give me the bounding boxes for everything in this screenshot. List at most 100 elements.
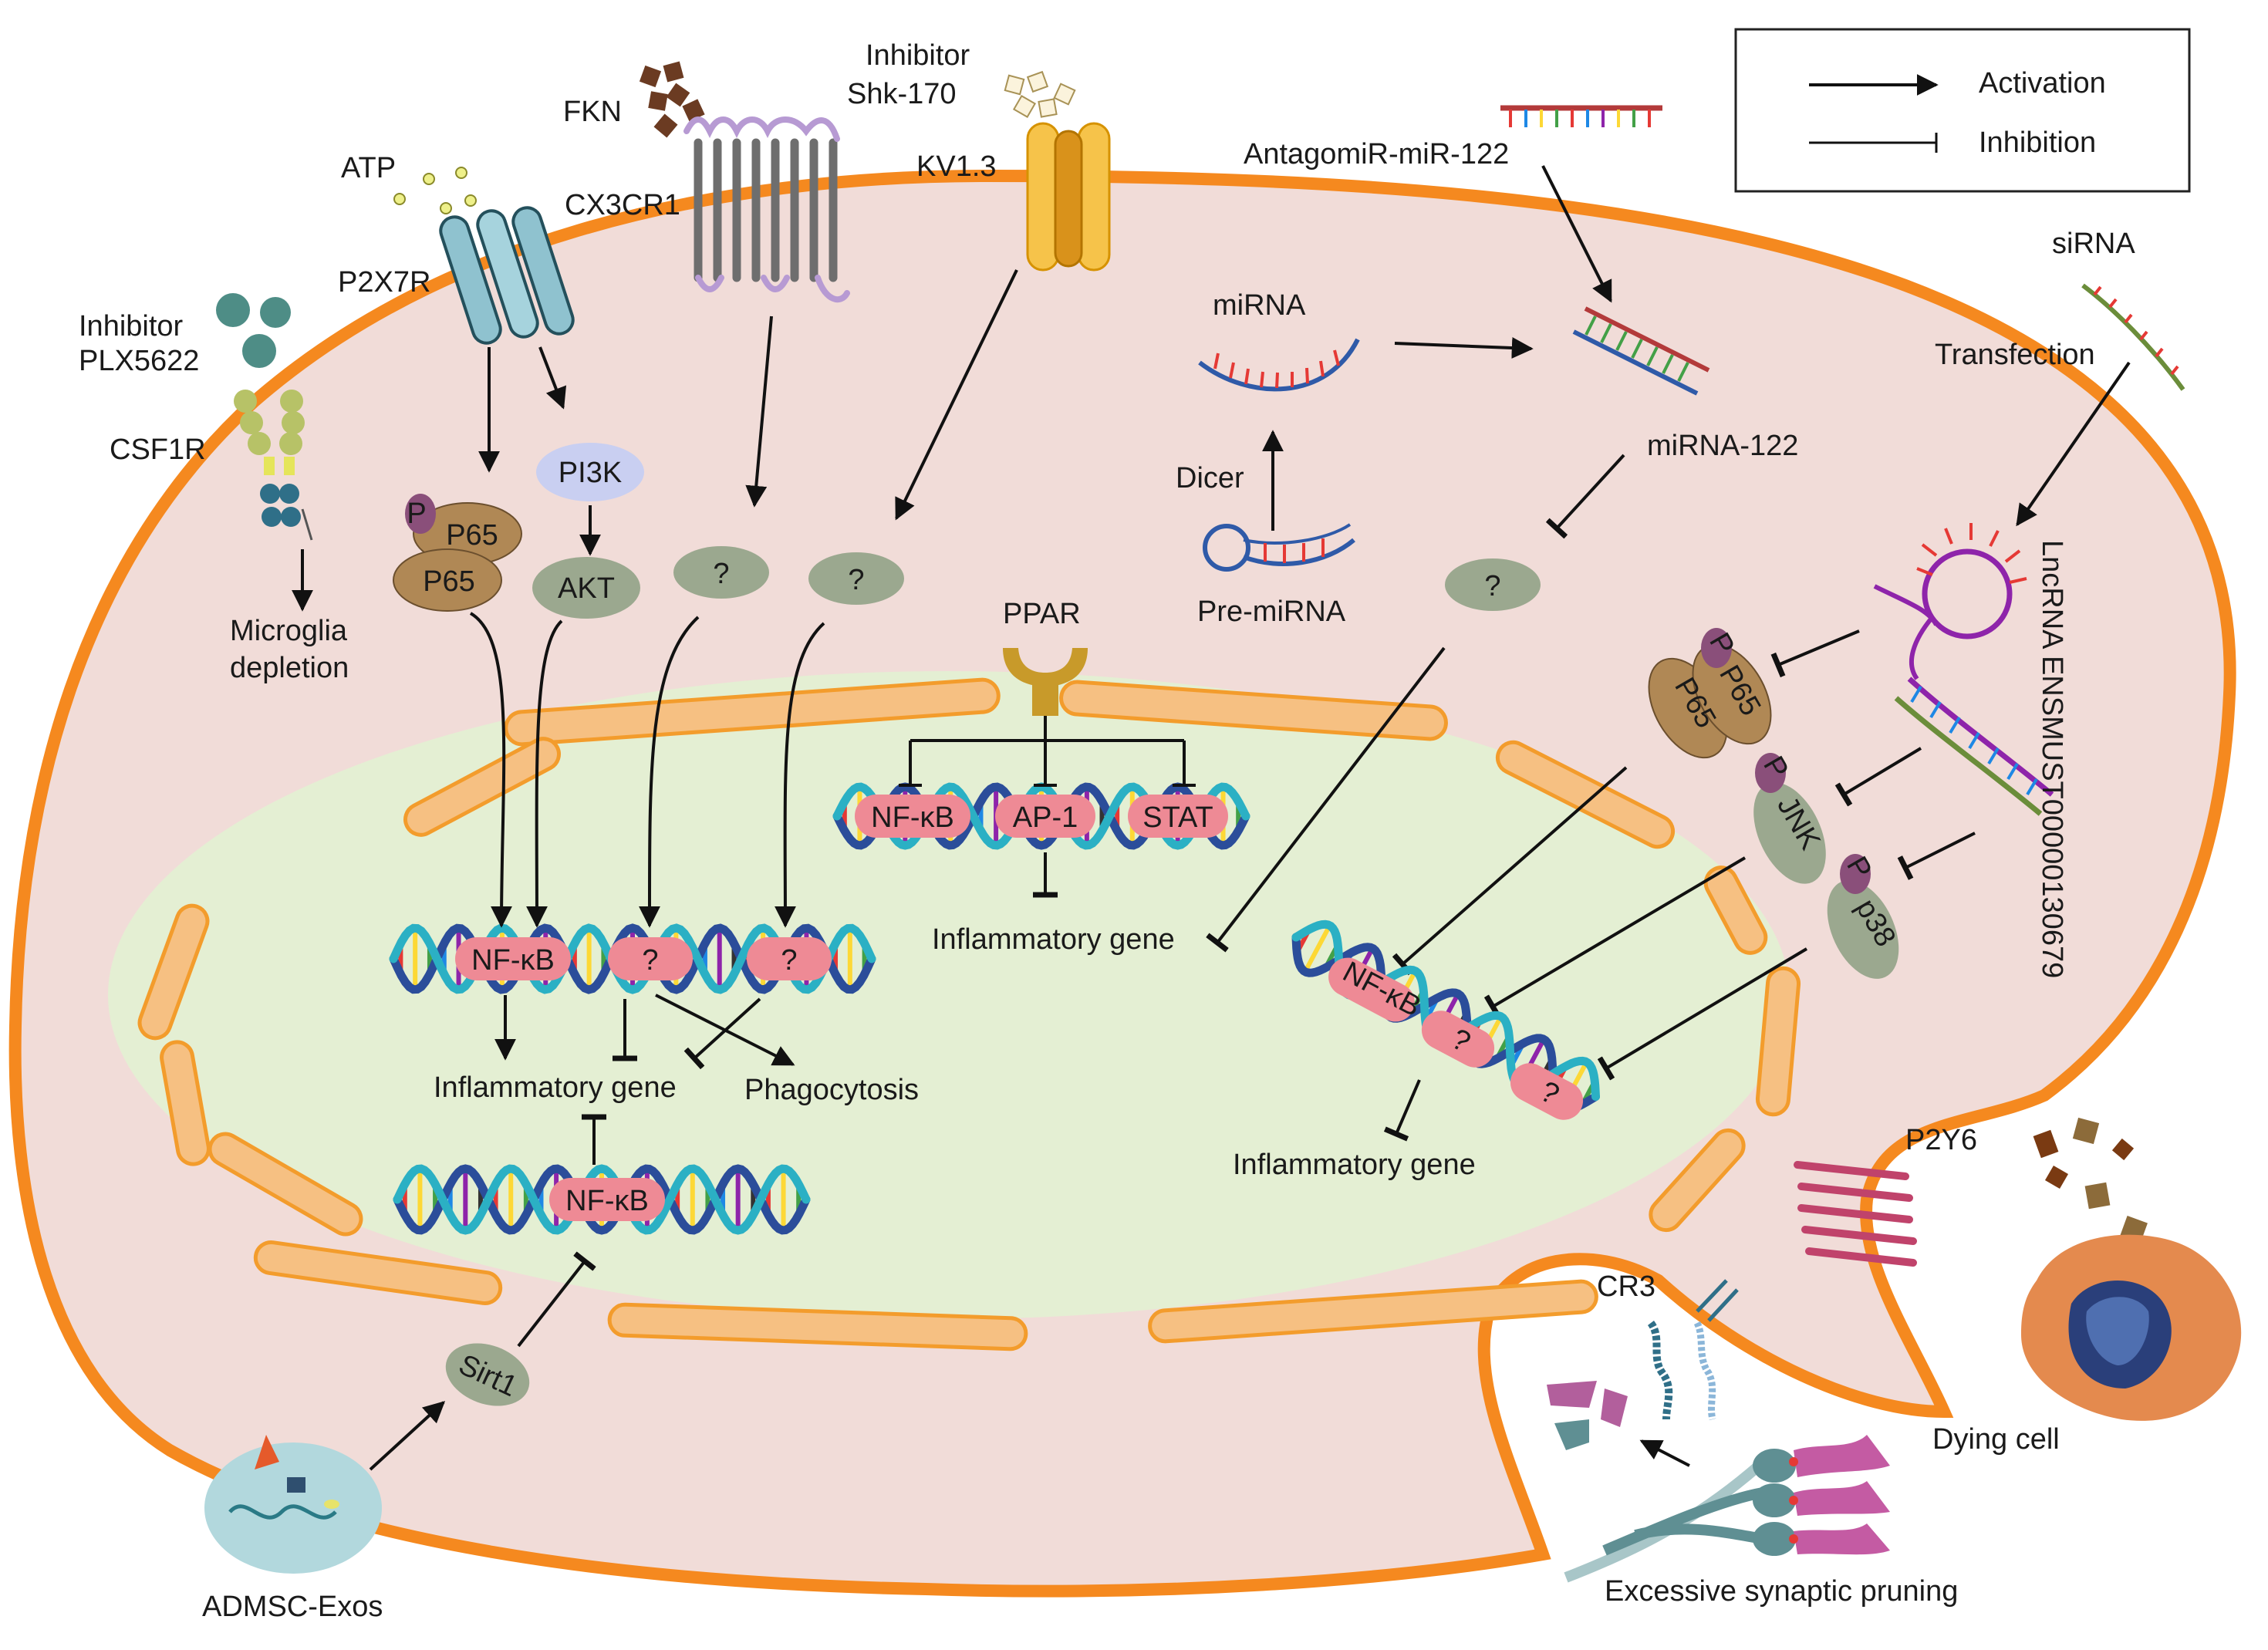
admsc-exos-label: ADMSC-Exos [202, 1591, 383, 1623]
csf1r-label: CSF1R [110, 434, 206, 466]
unknown-label-3: ? [1484, 570, 1500, 602]
p65-dimer-right: P P65 P65 [1648, 628, 1772, 759]
kv13-label: KV1.3 [916, 150, 997, 183]
phagocytosis-label: Phagocytosis [744, 1074, 919, 1106]
unknown-label-1: ? [713, 558, 729, 590]
dying-cell-label: Dying cell [1932, 1423, 2060, 1456]
akt-to-nfkb-arrow [525, 619, 563, 928]
dna-left-factors: NF-κB ? ? [455, 937, 832, 980]
unknown2-to-dna-arrow [774, 622, 825, 928]
unknown-inhibits-phagocytosis [683, 997, 761, 1070]
unknown-tf-1: ? [642, 944, 658, 977]
inflammatory-gene-left: Inflammatory gene [434, 1071, 677, 1104]
jnk-inhibition-line [1483, 856, 1747, 1019]
debris-icon [2033, 1117, 2148, 1243]
unknown-node-3 [1445, 558, 1541, 611]
admsc-to-sirt1-arrow [369, 1401, 446, 1471]
cx3cr1-label: CX3CR1 [565, 189, 680, 221]
ppar-inhibition-lines [909, 716, 1186, 785]
p65-dimer-left: P P65 P65 [393, 494, 522, 612]
lncrna-inhibits-p38 [1897, 832, 1976, 880]
p38-inhibition-line [1597, 947, 1808, 1081]
p2x7r-channel-icon [439, 206, 575, 345]
cr3-label: CR3 [1597, 1270, 1655, 1303]
dicer-label: Dicer [1176, 462, 1244, 494]
synapse-fragments-icon [1547, 1381, 1628, 1450]
pre-mirna-label: Pre-miRNA [1197, 596, 1346, 628]
pre-mirna-hairpin-icon [1203, 523, 1355, 572]
mirna122-label: miRNA-122 [1647, 430, 1798, 462]
synaptic-pruning-label: Excessive synaptic pruning [1605, 1575, 1958, 1608]
p65-label-1: P65 [446, 519, 498, 552]
nucleus [108, 671, 1790, 1319]
inhibitor-plx-label-1: Inhibitor [79, 310, 184, 342]
sirt1-node [445, 1343, 530, 1406]
fkn-label: FKN [563, 96, 622, 128]
p2x7r-label: P2X7R [338, 266, 430, 299]
exosome-rna-icon [228, 1504, 337, 1520]
inhibitor-plx-label-2: PLX5622 [79, 345, 199, 377]
unknown-node-2 [808, 552, 904, 605]
mirna-label: miRNA [1213, 289, 1306, 322]
sirna-strand-icon [2081, 283, 2185, 391]
kv13-channel-icon [1026, 122, 1111, 272]
mirna-to-duplex-arrow [1394, 337, 1534, 359]
exosome-cargo-icon [287, 1477, 305, 1493]
cx3cr1-receptor-icon [683, 116, 850, 303]
fkn-ligand-icon [639, 61, 705, 138]
lncrna-label: LncRNA ENSMUST00000130679 [2036, 540, 2068, 978]
pi3k-node [536, 443, 644, 501]
lncrna-inhibits-jnk [1834, 747, 1922, 807]
dying-cell-icon [2021, 1234, 2242, 1421]
p2y6-label: P2Y6 [1905, 1124, 1977, 1156]
unknown-node-1 [673, 546, 769, 599]
dna-ppar-factors: NF-κB AP-1 STAT [855, 795, 1228, 838]
dna-bottom-factors: NF-κB [549, 1178, 665, 1221]
exosome-protein-icon [255, 1435, 279, 1469]
phospho-label: P [407, 498, 426, 530]
ppar-receptor-icon [1003, 648, 1088, 716]
transfection-label: Transfection [1935, 339, 2095, 371]
p2x7r-to-pi3k-arrow [538, 346, 567, 410]
inhibitor-shk-label-1: Inhibitor [866, 39, 970, 72]
cx3cr1-to-unknown-arrow [745, 315, 773, 508]
nfkb-ppar-label: NF-κB [871, 801, 954, 834]
stat-label: STAT [1142, 801, 1213, 834]
plx5622-inhibitor-icon [216, 293, 291, 368]
sirna-label: siRNA [2052, 228, 2135, 260]
exosome-lipid-icon [324, 1500, 339, 1509]
inflammatory-gene-center: Inflammatory gene [932, 923, 1175, 956]
p65-inhibition-line [1392, 766, 1628, 976]
mirna-strand-icon [1198, 338, 1360, 392]
right-dna-inhibits-gene [1383, 1079, 1421, 1142]
lncrna-inhibits-p65 [1770, 629, 1860, 678]
transfection-arrow [2016, 361, 2131, 527]
p65-to-nfkb-arrow [469, 612, 513, 928]
mirna122-duplex-icon [1572, 306, 1710, 396]
atp-label: ATP [341, 152, 396, 184]
akt-label: AKT [558, 572, 615, 605]
p2y6-receptor-icon [1794, 1161, 1917, 1267]
unknown-tf-2: ? [781, 944, 797, 977]
sirt1-inhibits-nfkb [517, 1251, 596, 1348]
csf1r-receptor-icon [234, 390, 313, 541]
antagomir-arrow [1541, 165, 1612, 303]
atp-molecules-icon [393, 167, 477, 214]
pi3k-label: PI3K [559, 457, 622, 489]
shk170-inhibitor-icon [1004, 70, 1076, 119]
ppar-label: PPAR [1003, 598, 1081, 630]
p65-label-2: P65 [423, 565, 475, 598]
cr3-receptor-icon [1647, 1279, 1739, 1421]
akt-node [532, 557, 640, 619]
legend-activation-label: Activation [1979, 67, 2106, 100]
microglia-depletion-label-2: depletion [230, 652, 349, 684]
kv13-to-unknown-arrow [895, 269, 1018, 521]
endoplasmic-reticulum [137, 677, 1801, 1351]
jnk-node: P JNK [1753, 751, 1826, 884]
legend-inhibition-label: Inhibition [1979, 127, 2096, 159]
inflammatory-gene-right: Inflammatory gene [1233, 1149, 1476, 1181]
synapse-icon [1564, 1435, 1890, 1583]
unknown-label-2: ? [848, 564, 864, 596]
